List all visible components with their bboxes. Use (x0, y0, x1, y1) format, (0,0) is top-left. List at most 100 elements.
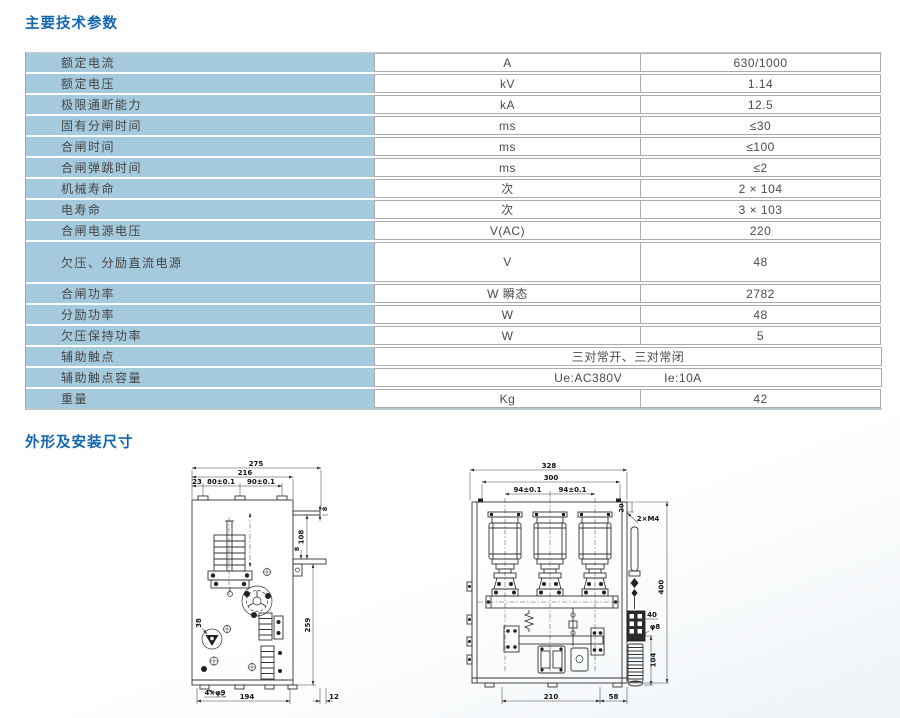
dim-210: 210 (544, 693, 559, 701)
param-value: 1.14 (640, 74, 881, 93)
vacuum-interrupter-side (207, 512, 253, 597)
dim-194: 194 (240, 693, 255, 701)
param-unit: V (374, 242, 641, 282)
param-label: 重量 (26, 389, 374, 408)
param-span-value: Ue:AC380V Ie:10A (374, 368, 882, 387)
front-view-drawing: 328 300 94±0.1 94±0.1 (466, 462, 669, 704)
dim-104: 104 (650, 653, 658, 668)
dim-80: 80±0.1 (207, 478, 235, 486)
dim-40: 40 (647, 611, 657, 619)
dim-90: 90±0.1 (247, 478, 275, 486)
param-label: 电寿命 (26, 200, 374, 219)
bottom-dimensions: 210 58 (501, 687, 628, 704)
dim-400: 400 (658, 580, 666, 595)
dim-328: 328 (542, 462, 557, 470)
lower-mechanism (503, 608, 605, 674)
position-target-marks (209, 567, 272, 672)
dim-300: 300 (544, 474, 559, 482)
dim-275: 275 (249, 460, 264, 468)
param-value: ≤2 (640, 158, 881, 177)
param-unit: W (374, 326, 641, 345)
param-unit: ms (374, 116, 641, 135)
param-label: 欠压保持功率 (26, 326, 374, 345)
span-part: Ie:10A (664, 370, 702, 385)
param-span-value: 三对常开、三对常闭 (374, 347, 882, 366)
interlock-cam: 38 (195, 618, 223, 672)
param-label: 欠压、分励直流电源 (26, 242, 374, 282)
dim-phi8: φ8 (650, 623, 660, 631)
dim-216: 216 (238, 469, 253, 477)
param-value: 48 (640, 242, 881, 282)
param-unit: 次 (374, 179, 641, 198)
param-value: ≤100 (640, 137, 881, 156)
param-value: 12.5 (640, 95, 881, 114)
param-label: 机械寿命 (26, 179, 374, 198)
param-unit: ms (374, 158, 641, 177)
vacuum-interrupter-pole-2 (532, 511, 568, 597)
param-label: 辅助触点容量 (26, 368, 374, 387)
section-title-dimensions: 外形及安装尺寸 (25, 435, 134, 451)
param-label: 额定电压 (26, 74, 374, 93)
dim-259: 259 (304, 618, 312, 633)
table-row: 辅助触点容量 Ue:AC380V Ie:10A (26, 368, 882, 387)
param-unit: 次 (374, 200, 641, 219)
dim-2xM4: 2×M4 (637, 515, 660, 523)
vacuum-interrupter-pole-3 (577, 511, 613, 597)
dim-23: 23 (192, 478, 202, 486)
top-dimensions: 328 300 94±0.1 94±0.1 (469, 462, 628, 500)
param-value: ≤30 (640, 116, 881, 135)
param-label: 固有分闸时间 (26, 116, 374, 135)
param-label: 合闸弹跳时间 (26, 158, 374, 177)
breaker-body-outline (191, 495, 327, 690)
dim-8-bottom: 8 (293, 546, 301, 551)
dim-20: 20 (618, 503, 626, 513)
param-value: 2 × 104 (640, 179, 881, 198)
frame-outline (466, 498, 628, 688)
param-unit: W (374, 305, 641, 324)
right-side-details: 20 2×M4 40 φ8 104 400 (618, 501, 669, 687)
param-value: 3 × 103 (640, 200, 881, 219)
table-row: 辅助触点三对常开、三对常闭 (26, 347, 882, 366)
param-unit: W 瞬态 (374, 284, 641, 303)
param-label: 额定电流 (26, 53, 374, 72)
bottom-dimensions: 4×φ9 194 12 (196, 688, 339, 704)
param-unit: A (374, 53, 641, 72)
operating-mechanism-wheel (241, 585, 273, 618)
dim-12: 12 (329, 693, 339, 701)
param-label: 合闸电源电压 (26, 221, 374, 240)
dim-94a: 94±0.1 (513, 486, 541, 494)
dim-38: 38 (195, 618, 203, 628)
param-value: 220 (640, 221, 881, 240)
param-unit: Kg (374, 389, 641, 408)
dim-94b: 94±0.1 (558, 486, 586, 494)
param-unit: kV (374, 74, 641, 93)
section-title-parameters: 主要技术参数 (25, 16, 118, 32)
param-unit: kA (374, 95, 641, 114)
param-label: 合闸功率 (26, 284, 374, 303)
param-label: 分励功率 (26, 305, 374, 324)
param-value: 5 (640, 326, 881, 345)
side-view-drawing: 275 216 23 80±0.1 90±0.1 (191, 460, 339, 704)
span-part: Ue:AC380V (554, 370, 623, 385)
param-label: 合闸时间 (26, 137, 374, 156)
param-label: 辅助触点 (26, 347, 374, 366)
dim-58: 58 (609, 693, 619, 701)
support-rail (478, 595, 622, 609)
param-value: 48 (640, 305, 881, 324)
dim-108: 108 (298, 530, 306, 545)
param-unit: V(AC) (374, 221, 641, 240)
param-value: 2782 (640, 284, 881, 303)
